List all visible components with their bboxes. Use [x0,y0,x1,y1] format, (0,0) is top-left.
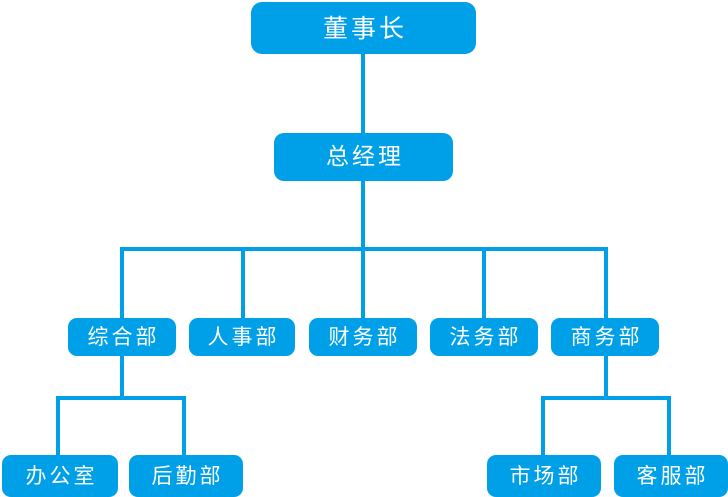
node-chairman[interactable]: 董事长 [251,2,476,54]
connector-drop-legal-affairs [482,247,486,318]
node-general-manager[interactable]: 总经理 [274,133,453,181]
node-office[interactable]: 办公室 [2,455,118,497]
connector-general-affairs-sub-bus [56,396,186,400]
node-logistics[interactable]: 后勤部 [129,455,243,497]
node-marketing[interactable]: 市场部 [487,455,601,497]
node-human-resources[interactable]: 人事部 [189,318,295,356]
node-legal-affairs[interactable]: 法务部 [430,318,538,356]
node-general-affairs[interactable]: 综合部 [68,318,176,356]
node-business[interactable]: 商务部 [551,318,659,356]
connector-drop-business [604,247,608,318]
connector-drop-office [56,396,60,455]
connector-drop-customer-service [667,396,671,455]
connector-gm-down-stub [361,180,365,251]
connector-drop-finance [361,247,365,318]
node-customer-service[interactable]: 客服部 [614,455,728,497]
connector-chairman-to-gm [361,53,365,133]
connector-drop-human-resources [241,247,245,318]
connector-business-sub-bus [541,396,671,400]
connector-drop-general-affairs [120,247,124,318]
connector-business-down-stub [604,355,608,398]
connector-drop-logistics [182,396,186,455]
node-finance[interactable]: 财务部 [309,318,417,356]
connector-general-affairs-down-stub [120,355,124,398]
connector-drop-marketing [541,396,545,455]
